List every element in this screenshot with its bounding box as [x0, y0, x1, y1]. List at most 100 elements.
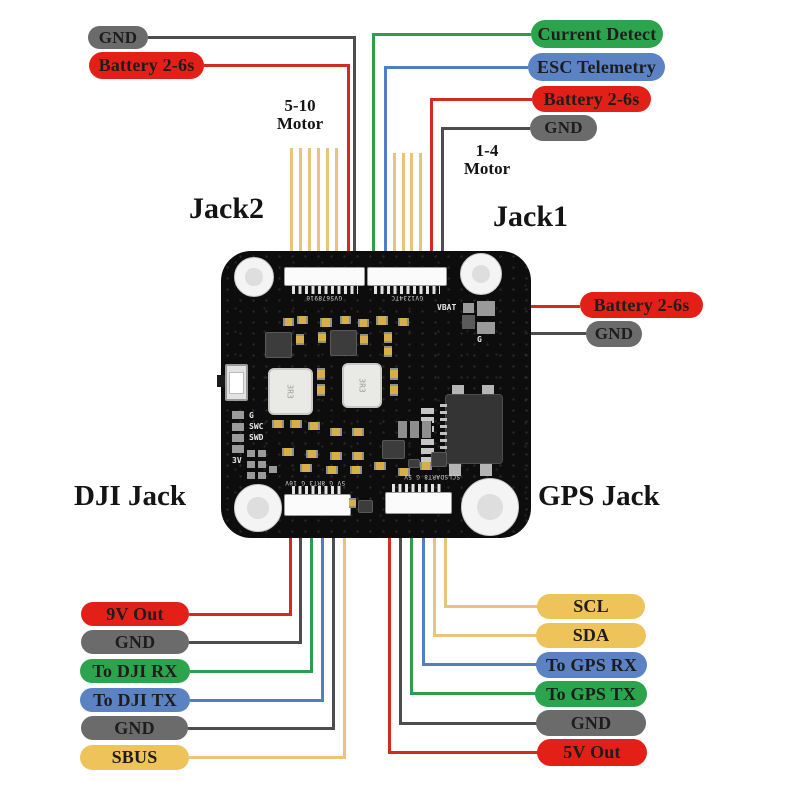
gps-connector-pins — [392, 484, 444, 492]
vbat-pad-mid — [462, 315, 475, 329]
hole-center — [245, 268, 263, 286]
3v-pad — [247, 450, 255, 457]
solder-pad — [421, 408, 434, 414]
small-ic — [382, 440, 405, 459]
capacitor — [384, 346, 392, 357]
label-esc-telemetry: ESC Telemetry — [528, 53, 665, 81]
wire-gnd-top-left-h — [148, 36, 356, 39]
label-dji-gnd2: GND — [81, 716, 188, 740]
capacitor — [390, 384, 398, 396]
label-gnd-mid-right: GND — [586, 321, 642, 347]
wire-motor10 — [335, 148, 338, 270]
label-gnd-top-left: GND — [88, 26, 148, 49]
wire-motor1 — [393, 153, 396, 272]
debug-pad — [232, 434, 244, 442]
gps-silkscreen: SCLSDART8 G 5V — [403, 473, 460, 480]
capacitor — [308, 422, 320, 430]
capacitor — [272, 420, 284, 428]
wire-motor5 — [290, 148, 293, 270]
wire-dji-rx-h — [190, 670, 313, 673]
gps-connector — [385, 492, 452, 514]
dji-jack-heading: DJI Jack — [74, 480, 186, 512]
dji-connector — [284, 494, 351, 516]
wire-battery-top-left-h — [204, 64, 350, 67]
wire-battery-top-right-h — [433, 98, 532, 101]
capacitor — [283, 318, 294, 326]
capacitor — [358, 319, 369, 327]
inductor-2: 3R3 — [342, 363, 382, 408]
3v-pad — [247, 461, 255, 468]
label-gps-gnd: GND — [536, 710, 646, 736]
solder-pad — [421, 417, 434, 423]
label-dji-gnd1: GND — [81, 630, 189, 654]
wire-gps-tx-h — [410, 692, 537, 695]
wire-scl-h — [444, 605, 539, 608]
wire-current-detect-v — [372, 33, 375, 272]
wire-sbus-h — [189, 756, 346, 759]
wire-gnd-top-right-h — [444, 127, 530, 130]
wire-gps-gnd-v — [399, 514, 402, 725]
wire-sbus-v — [343, 516, 346, 759]
wire-dji-tx-h — [190, 699, 324, 702]
solder-pad — [421, 457, 434, 463]
label-scl: SCL — [537, 594, 645, 619]
flight-controller-board: GV5678910 GV1234TC VBAT G G SWC SWD 3V — [217, 251, 531, 538]
inductor-1: 3R3 — [268, 368, 313, 415]
small-ic — [408, 459, 420, 468]
wire-battery-top-left-v — [347, 64, 350, 270]
label-9v-out: 9V Out — [81, 602, 189, 626]
motor-1-4-range: 1-4 — [475, 141, 499, 160]
jack1-silkscreen: GV1234TC — [390, 294, 424, 301]
main-module — [445, 394, 503, 464]
vbat-label: VBAT — [437, 303, 457, 312]
wire-5v-v — [388, 514, 391, 754]
mounting-hole-bottom-right — [461, 478, 519, 536]
capacitor — [390, 368, 398, 380]
capacitor — [360, 334, 368, 345]
motor-5-10-range: 5-10 — [284, 96, 316, 115]
wire-gps-gnd-h — [399, 722, 538, 725]
capacitor-bank — [398, 421, 432, 438]
mounting-hole-top-left — [234, 257, 274, 297]
wire-vbat-gnd-h — [495, 332, 586, 335]
regulator-ic-1 — [265, 332, 292, 358]
debug-label-swd: SWD — [249, 433, 264, 442]
capacitor — [282, 448, 294, 456]
switch-slider — [229, 372, 244, 394]
small-ic — [431, 452, 447, 467]
capacitor — [317, 384, 325, 396]
wire-dji-gnd2-v — [332, 516, 335, 730]
capacitor — [398, 468, 410, 476]
wire-motor3 — [410, 153, 413, 272]
wire-motor2 — [402, 153, 405, 272]
wire-dji-gnd1-h — [189, 641, 302, 644]
wire-gnd-top-right-v — [441, 127, 444, 272]
capacitor — [296, 334, 304, 345]
jack1-connector-pins — [374, 286, 440, 294]
module-tab — [449, 464, 461, 476]
wire-9v-v — [289, 516, 292, 616]
capacitor — [349, 498, 356, 508]
motor-5-10-word: Motor — [276, 114, 324, 133]
capacitor — [318, 332, 326, 343]
gps-jack-heading: GPS Jack — [538, 480, 660, 512]
solder-pad — [421, 448, 434, 454]
label-to-gps-tx: To GPS TX — [535, 681, 647, 707]
mounting-hole-top-right — [460, 253, 502, 295]
wire-gps-rx-v — [422, 514, 425, 666]
inductor-1-label: 3R3 — [285, 384, 295, 399]
debug-label-3v: 3V — [232, 456, 242, 465]
label-5v-out: 5V Out — [537, 739, 647, 766]
small-ic — [358, 500, 373, 513]
3v-pad — [247, 472, 255, 479]
capacitor — [290, 420, 302, 428]
wire-dji-gnd2-h — [188, 727, 335, 730]
jack1-connector — [367, 267, 447, 286]
label-battery-top-right: Battery 2-6s — [532, 86, 651, 112]
wire-gnd-top-left-v — [353, 36, 356, 270]
label-to-dji-tx: To DJI TX — [80, 688, 190, 712]
hole-center — [247, 497, 269, 519]
debug-label-g: G — [249, 411, 254, 420]
wire-dji-tx-v — [321, 516, 324, 702]
